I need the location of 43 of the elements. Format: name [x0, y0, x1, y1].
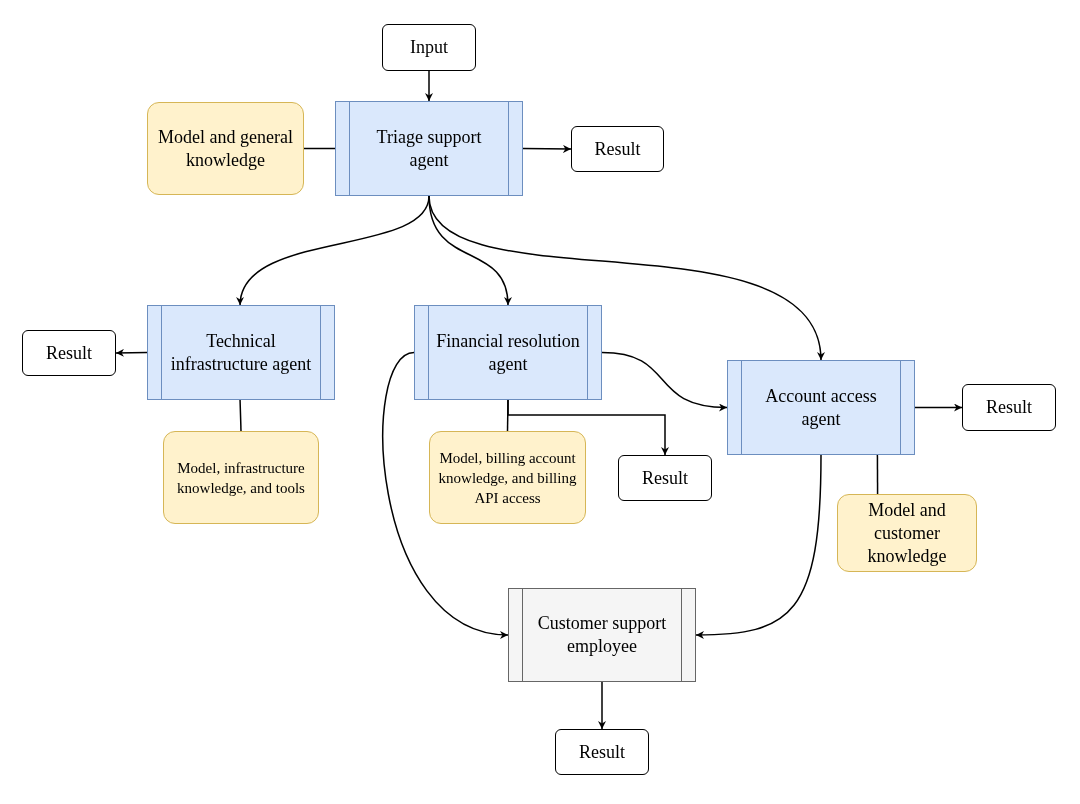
arrow [598, 681, 606, 730]
node-label: Result [642, 466, 688, 490]
process-box [335, 101, 523, 196]
arrow [695, 454, 822, 639]
node-label: Result [46, 341, 92, 365]
node-label: Result [594, 137, 641, 161]
result-box [962, 384, 1056, 431]
connector-line [303, 147, 336, 150]
arrow [522, 144, 572, 153]
node-label: Triage support agent [375, 125, 483, 172]
result-box [571, 126, 664, 172]
note-box [147, 102, 304, 195]
node-label: Account access agent [764, 384, 878, 431]
arrow [507, 399, 669, 456]
process-box [508, 588, 696, 682]
note-box [429, 431, 586, 524]
node-label: Model, infrastructure knowledge, and tools [176, 458, 306, 498]
result-box [382, 24, 476, 71]
connector-line [239, 399, 242, 432]
node-label: Model and general knowledge [157, 125, 294, 172]
result-box [22, 330, 116, 376]
process-box [414, 305, 602, 400]
node-label: Financial resolution agent [435, 329, 581, 376]
node-label: Technical infrastructure agent [169, 329, 313, 376]
arrow [914, 403, 963, 412]
process-box [727, 360, 915, 455]
node-label: Input [410, 36, 448, 59]
result-box [555, 729, 649, 775]
arrow [425, 70, 433, 102]
arrow [428, 195, 824, 361]
node-label: Model and customer knowledge [866, 498, 948, 568]
node-label: Model, billing account knowledge, and billing API access [438, 448, 577, 508]
connector-line [876, 454, 879, 495]
node-label: Customer support employee [536, 612, 668, 658]
node-label: Result [986, 396, 1032, 419]
note-box [837, 494, 977, 572]
process-box [147, 305, 335, 400]
note-box [163, 431, 319, 524]
arrow [601, 351, 728, 411]
arrow [382, 351, 509, 638]
node-label: Result [579, 740, 625, 764]
arrow [115, 348, 148, 357]
result-box [618, 455, 712, 501]
